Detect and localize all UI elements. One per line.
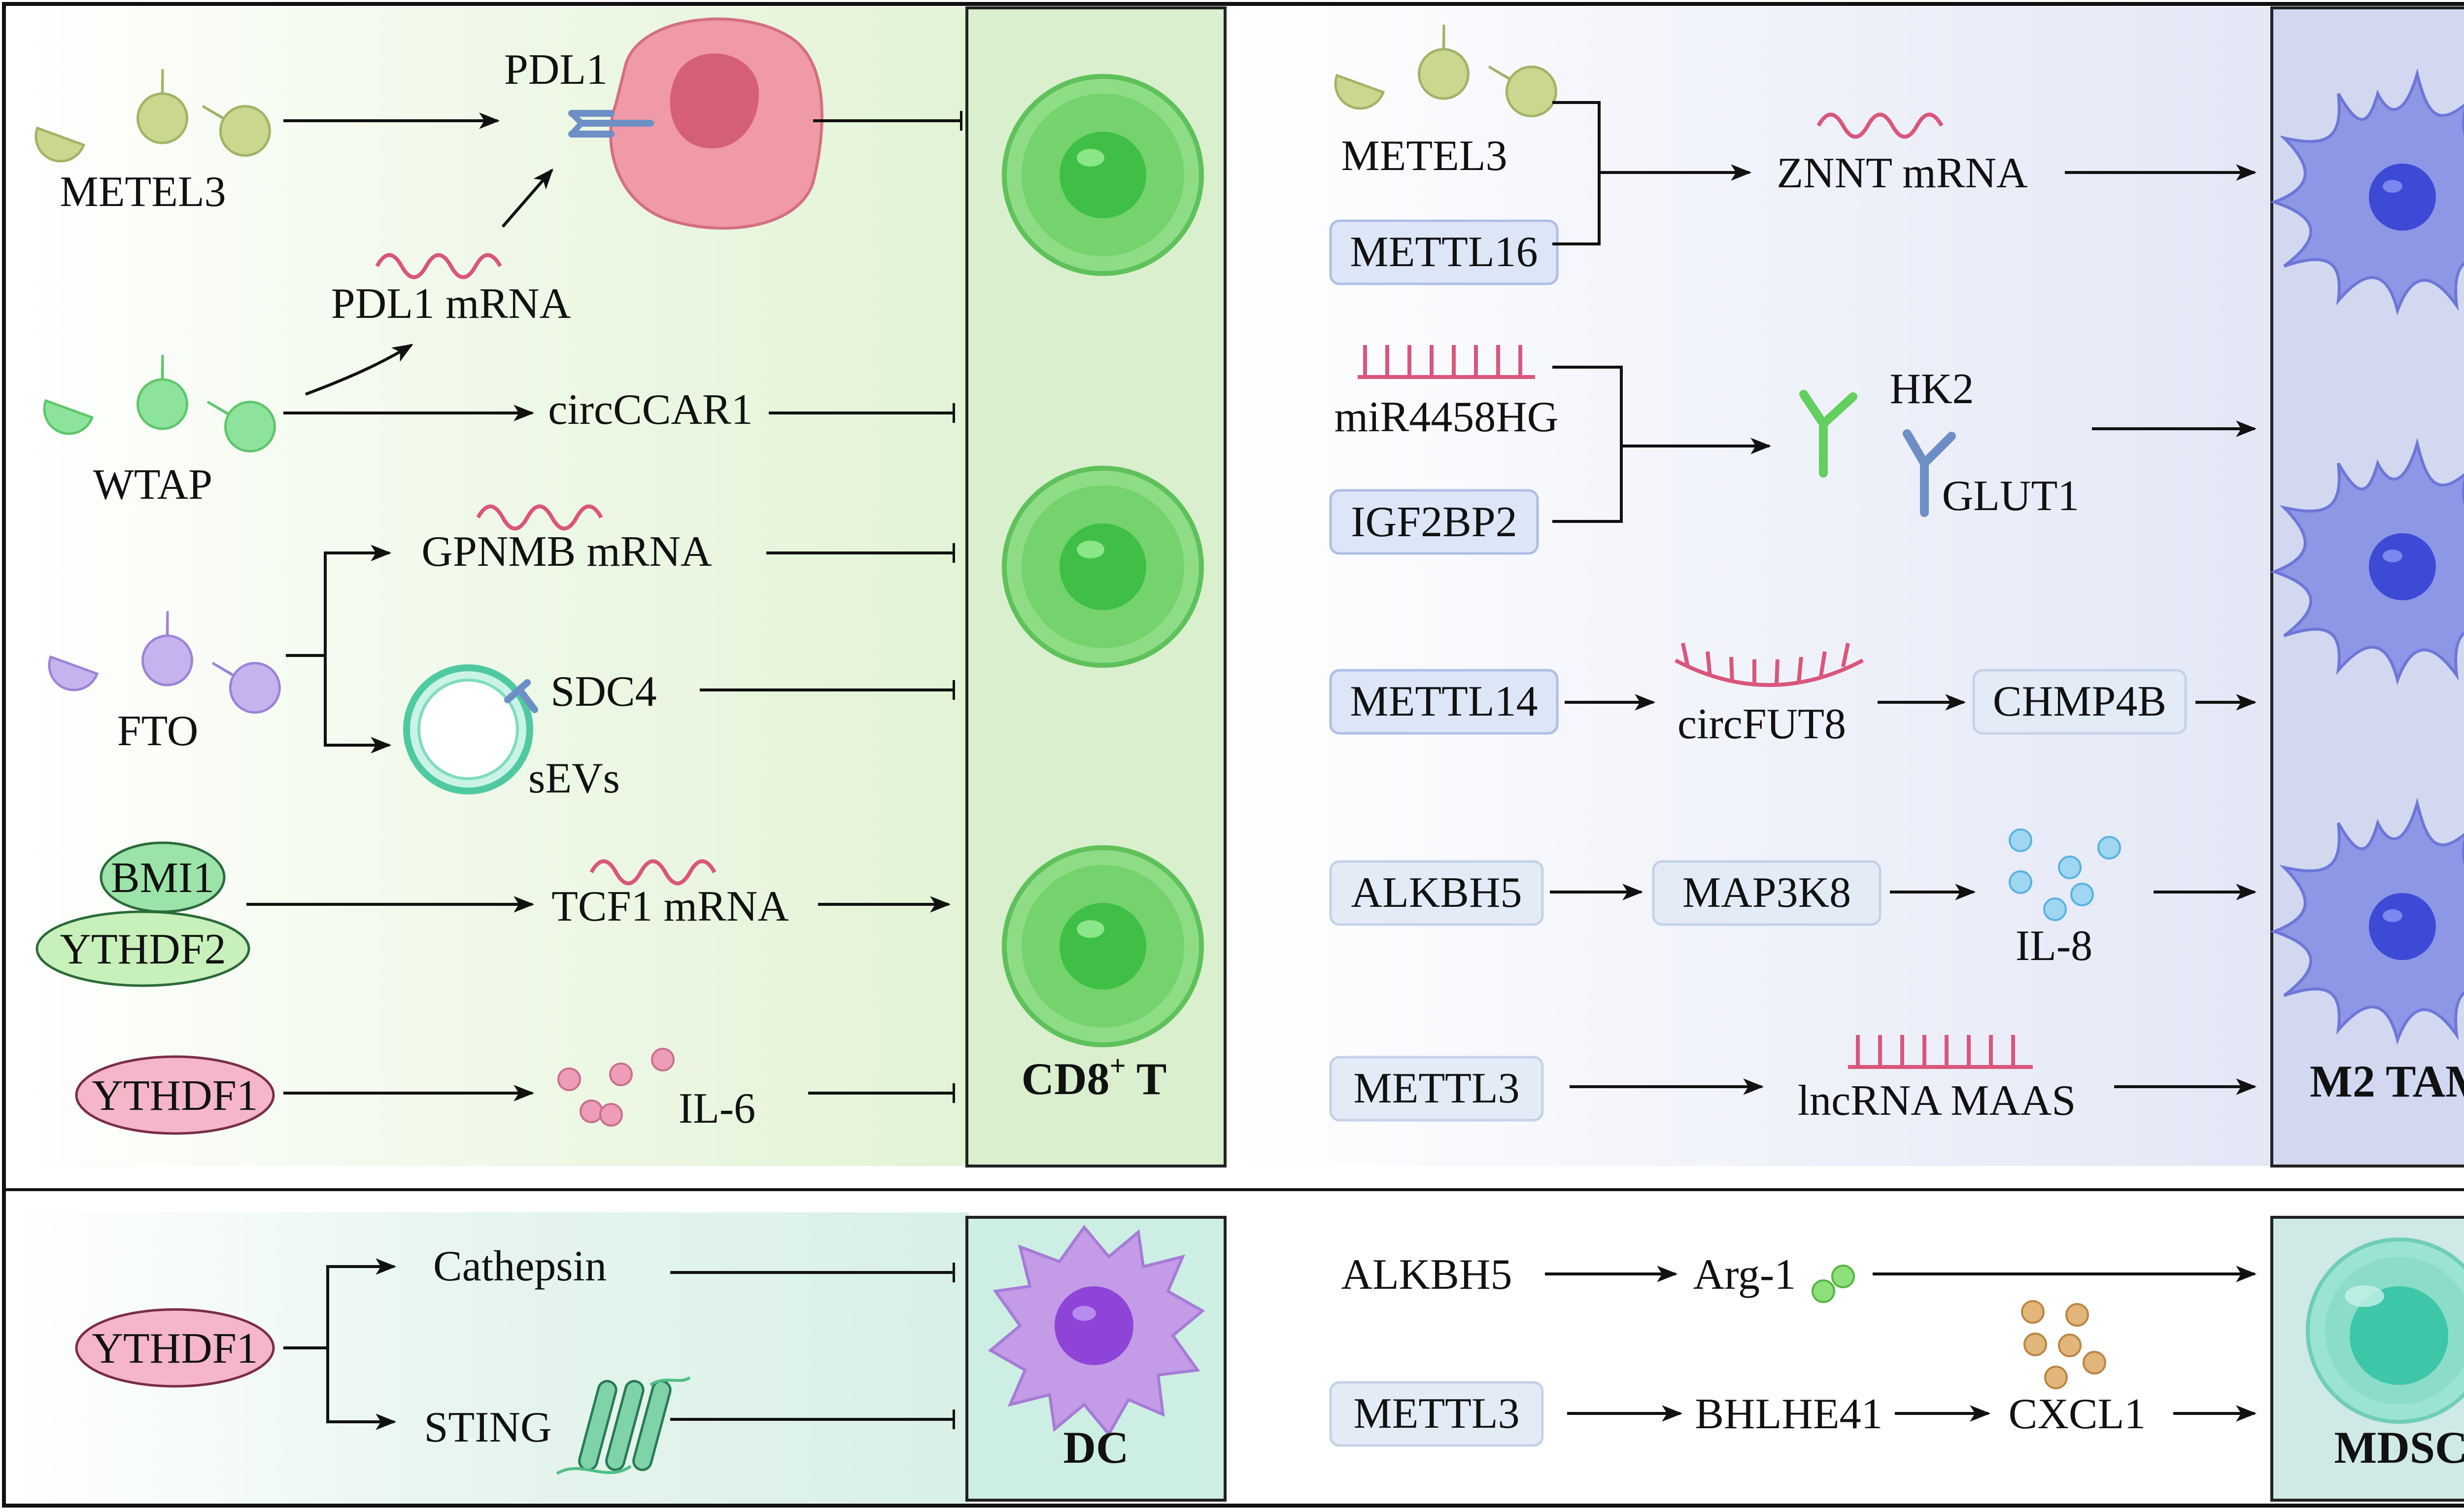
tcf1-mrna-icon [589,859,717,886]
bhlhe41-label: BHLHE41 [1695,1390,1882,1438]
arg1-label: Arg-1 [1693,1251,1796,1299]
wtap-reader-icons [43,354,276,453]
ythdf1-dc-label: YTHDF1 [92,1325,258,1373]
mettl3-box [1329,1056,1544,1122]
bracket-mir-igf2bp2 [1552,366,1623,523]
mettl3-mdsc-label: METTL3 [1353,1390,1519,1438]
gpnmb-mrna-icon [476,504,603,531]
pdl1-mrna-label: PDL1 mRNA [331,280,571,328]
map3k8-label: MAP3K8 [1682,869,1851,917]
mettl3-mdsc-box [1329,1381,1544,1447]
circccar1-label: circCCAR1 [548,386,753,434]
cathepsin-label: Cathepsin [433,1242,607,1290]
fto-reader-icons [48,611,281,714]
bmi1-label: BMI1 [111,854,214,902]
alkbh5-box [1329,860,1544,926]
glut1-label: GLUT1 [1942,472,2080,520]
ythdf1-branch-upper [283,1258,397,1349]
m2-tam-cell [2270,68,2464,316]
cd8-t-cell [1002,466,1204,668]
cd8-t-label: CD8+ T [1022,1050,1167,1104]
pdl1-label: PDL1 [504,46,608,94]
right-zone-background [1225,7,2464,1166]
map3k8-box [1652,860,1882,926]
arg1-particles-icon [1812,1265,1855,1303]
dc-label: DC [1063,1422,1129,1473]
mdsc-label: MDSC [2334,1422,2464,1473]
mettl14-label: METTL14 [1350,678,1538,725]
ythdf2-ellipse [35,910,250,987]
m2-tam-label: M2 TAM [2310,1056,2464,1106]
chmp4b-label: CHMP4B [1993,678,2166,725]
mir4458hg-icon [1358,345,1535,379]
mdsc-zone-background [1225,1212,2464,1503]
mir4458hg-label: miR4458HG [1335,393,1559,441]
sevs-label: sEVs [528,755,620,802]
mettl16-label: METTL16 [1350,228,1538,276]
znnt-mrna-icon [1816,112,1944,139]
ythdf1-dc-ellipse [75,1308,275,1388]
sdc4-label: SDC4 [550,668,656,716]
mettl16-box [1329,219,1559,285]
lncrna-maas-icon [1848,1035,2033,1069]
mdsc-cell [2306,1237,2464,1424]
ythdf1-ellipse [75,1055,275,1135]
sting-label: STING [424,1404,551,1451]
fto-branch-lower [324,655,392,754]
wtap-label: WTAP [93,461,212,509]
sting-protein-icon [556,1376,691,1475]
circfut8-label: circFUT8 [1677,700,1846,748]
igf2bp2-box [1329,489,1539,555]
mettl3-label: METTL3 [1353,1065,1519,1112]
il6-label: IL-6 [679,1085,755,1133]
sevs-vesicle-icon [403,664,538,794]
m2-tam-cell [2270,438,2464,686]
il8-particles-icon [2009,828,2121,921]
tcf1-mrna-label: TCF1 mRNA [551,883,789,930]
hk2-label: HK2 [1889,365,1974,413]
ythdf2-label: YTHDF2 [60,926,226,973]
igf2bp2-label: IGF2BP2 [1351,498,1517,546]
mettl14-box [1329,669,1559,735]
cxcl1-label: CXCL1 [2009,1390,2146,1438]
cxcl1-particles-icon [2021,1300,2106,1389]
ythdf1-label: YTHDF1 [92,1072,258,1120]
cd8-t-cell [1002,845,1204,1047]
m2-tam-cell [2270,797,2464,1045]
lncrna-maas-label: lncRNA MAAS [1798,1077,2076,1125]
chmp4b-box [1972,669,2187,735]
fto-label: FTO [117,707,199,755]
pdl1-receptor-icon [568,110,654,137]
glut1-receptor-icon [1903,429,1956,517]
alkbh5-label: ALKBH5 [1351,869,1522,917]
il8-label: IL-8 [2016,922,2092,970]
arrow-pdl1mrna-pdl1 [501,168,553,228]
metel3-label: METEL3 [60,168,226,216]
znnt-mrna-label: ZNNT mRNA [1777,149,2027,197]
arrow-wtap-pdl1mrna [305,344,413,396]
cd8-t-cell [1002,74,1204,276]
alkbh5-mdsc-label: ALKBH5 [1341,1251,1512,1299]
gpnmb-mrna-label: GPNMB mRNA [421,528,712,576]
fto-branch [286,545,392,657]
ythdf1-branch-lower [326,1348,397,1430]
metel3-right-reader-icons [1334,24,1557,118]
dendritic-cell [988,1225,1205,1437]
circfut8-icon [1675,643,1864,687]
il6-particles-icon [557,1048,675,1127]
pdl1-mrna-icon [375,253,502,279]
metel3-right-label: METEL3 [1341,132,1507,180]
metel3-reader-icons [34,69,271,163]
hk2-receptor-icon [1799,390,1857,478]
tumor-cell [609,17,823,230]
